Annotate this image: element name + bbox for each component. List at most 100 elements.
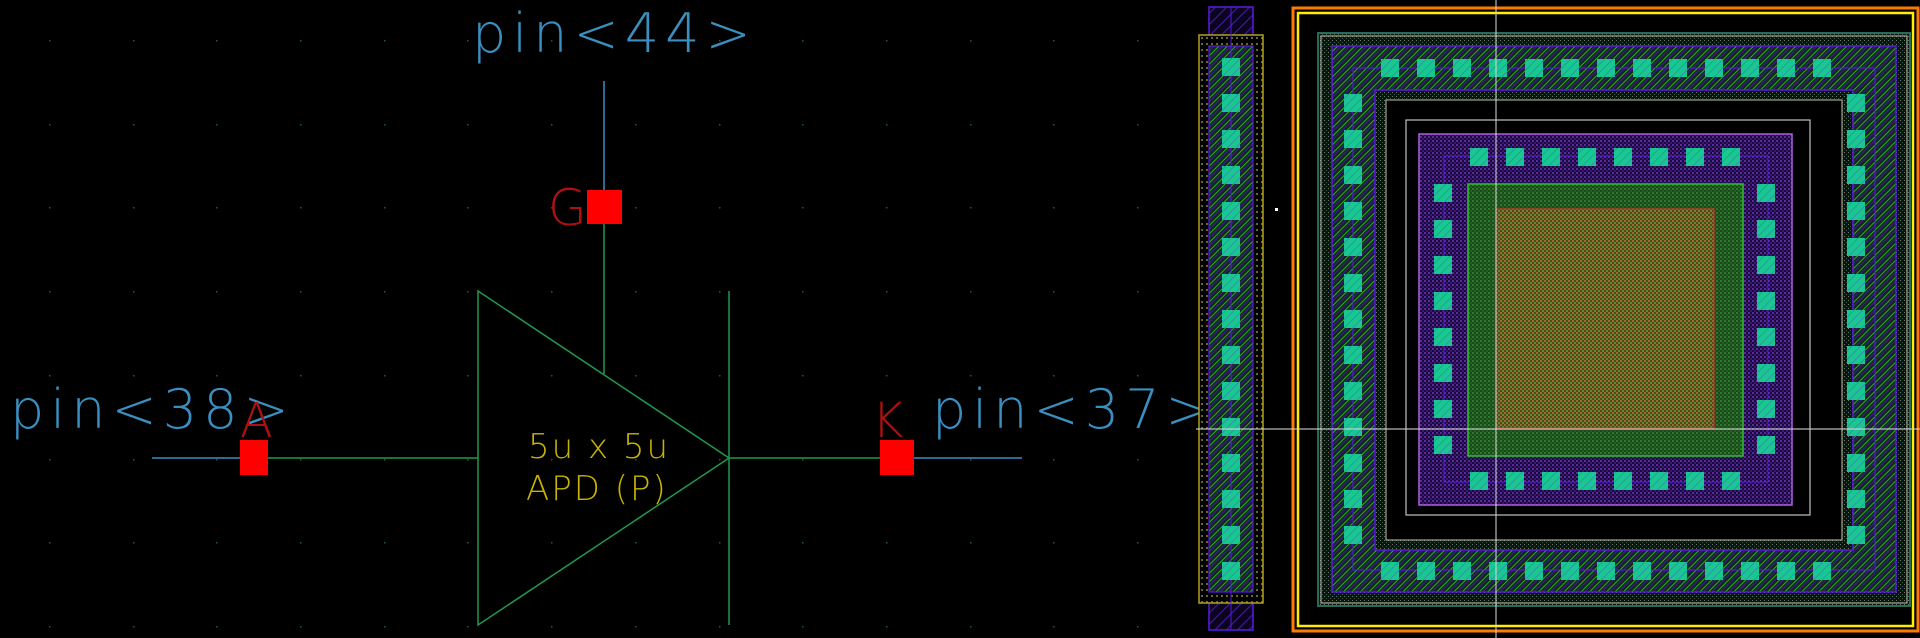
- grid-dot: [384, 626, 386, 628]
- contact: [1757, 292, 1775, 310]
- contact: [1434, 328, 1452, 346]
- grid-dot: [886, 207, 888, 209]
- grid-dot: [216, 291, 218, 293]
- pin-label-right[interactable]: pin<37>: [932, 378, 1217, 441]
- pin-square-g[interactable]: [587, 190, 622, 224]
- grid-dot: [886, 124, 888, 126]
- grid-dot: [384, 291, 386, 293]
- grid-dot: [467, 207, 469, 209]
- boundary-outer-yellow: [1296, 11, 1915, 628]
- pin-label-top[interactable]: pin<44>: [472, 2, 757, 65]
- contact: [1757, 328, 1775, 346]
- contact: [1847, 166, 1865, 184]
- grid-dot: [635, 459, 637, 461]
- grid-dot: [970, 626, 972, 628]
- contact: [1614, 148, 1632, 166]
- contact: [1434, 184, 1452, 202]
- grid-dot: [467, 542, 469, 544]
- contact: [1847, 94, 1865, 112]
- device-type-label: APD (P): [526, 469, 668, 509]
- contact: [1847, 454, 1865, 472]
- grid-dot: [886, 375, 888, 377]
- grid-dot: [719, 542, 721, 544]
- grid-dot: [133, 542, 135, 544]
- contact: [1847, 130, 1865, 148]
- origin-marker: [1275, 208, 1278, 211]
- grid-dot: [133, 626, 135, 628]
- terminal-label-g: G: [548, 179, 587, 237]
- contact: [1344, 526, 1362, 544]
- guard-ring-contacts: [1344, 59, 1865, 580]
- strip-contacts: [1222, 58, 1240, 580]
- grid-dot: [551, 542, 553, 544]
- contact: [1417, 59, 1435, 77]
- contact: [1847, 238, 1865, 256]
- grid-dot: [1137, 626, 1139, 628]
- grid-dot: [970, 542, 972, 544]
- grid-dot: [300, 291, 302, 293]
- grid-dot: [551, 459, 553, 461]
- apd-symbol-triangle[interactable]: [477, 289, 731, 627]
- active-region[interactable]: [1495, 208, 1715, 429]
- grid-dot: [970, 291, 972, 293]
- contact: [1453, 562, 1471, 580]
- contact: [1506, 148, 1524, 166]
- grid-dot: [1137, 459, 1139, 461]
- contact: [1344, 310, 1362, 328]
- grid-dot: [551, 124, 553, 126]
- contact: [1669, 562, 1687, 580]
- terminal-label-k: K: [872, 393, 903, 449]
- grid-dot: [300, 542, 302, 544]
- contact: [1686, 148, 1704, 166]
- grid-dot: [1137, 291, 1139, 293]
- contact: [1381, 59, 1399, 77]
- contact: [1222, 202, 1240, 220]
- grid-dot: [133, 291, 135, 293]
- grid-dot: [467, 124, 469, 126]
- pin-label-left[interactable]: pin<38>: [10, 378, 295, 441]
- contact: [1525, 59, 1543, 77]
- contact: [1434, 292, 1452, 310]
- inner-ring-contacts: [1434, 148, 1775, 490]
- grid-dot: [300, 40, 302, 42]
- grid-dot: [49, 124, 51, 126]
- contact: [1757, 364, 1775, 382]
- grid-dot: [467, 459, 469, 461]
- contact: [1222, 238, 1240, 256]
- grid-dot: [467, 626, 469, 628]
- contact: [1847, 274, 1865, 292]
- contact: [1344, 202, 1362, 220]
- contact: [1344, 130, 1362, 148]
- grid-dot: [970, 124, 972, 126]
- pin-square-a[interactable]: [240, 440, 268, 475]
- contact: [1434, 436, 1452, 454]
- grid-dot: [719, 124, 721, 126]
- grid-dot: [216, 626, 218, 628]
- contact: [1222, 382, 1240, 400]
- pin-square-k[interactable]: [880, 440, 914, 475]
- left-contact-strip[interactable]: [1198, 6, 1264, 631]
- contact: [1741, 59, 1759, 77]
- grid-dot: [802, 459, 804, 461]
- grid-dot: [300, 626, 302, 628]
- contact: [1525, 562, 1543, 580]
- grid-dot: [1053, 459, 1055, 461]
- grid-dot: [719, 40, 721, 42]
- contact: [1847, 382, 1865, 400]
- grid-dot: [49, 291, 51, 293]
- contact: [1847, 346, 1865, 364]
- grid-dot: [49, 40, 51, 42]
- grid-dot: [216, 40, 218, 42]
- grid-dot: [384, 124, 386, 126]
- grid-dot: [133, 375, 135, 377]
- contact: [1222, 454, 1240, 472]
- grid-dot: [216, 207, 218, 209]
- grid-dot: [384, 542, 386, 544]
- contact: [1344, 346, 1362, 364]
- grid-dot: [635, 542, 637, 544]
- contact: [1434, 256, 1452, 274]
- grid-dot: [300, 375, 302, 377]
- grid-dot: [384, 207, 386, 209]
- contact: [1222, 166, 1240, 184]
